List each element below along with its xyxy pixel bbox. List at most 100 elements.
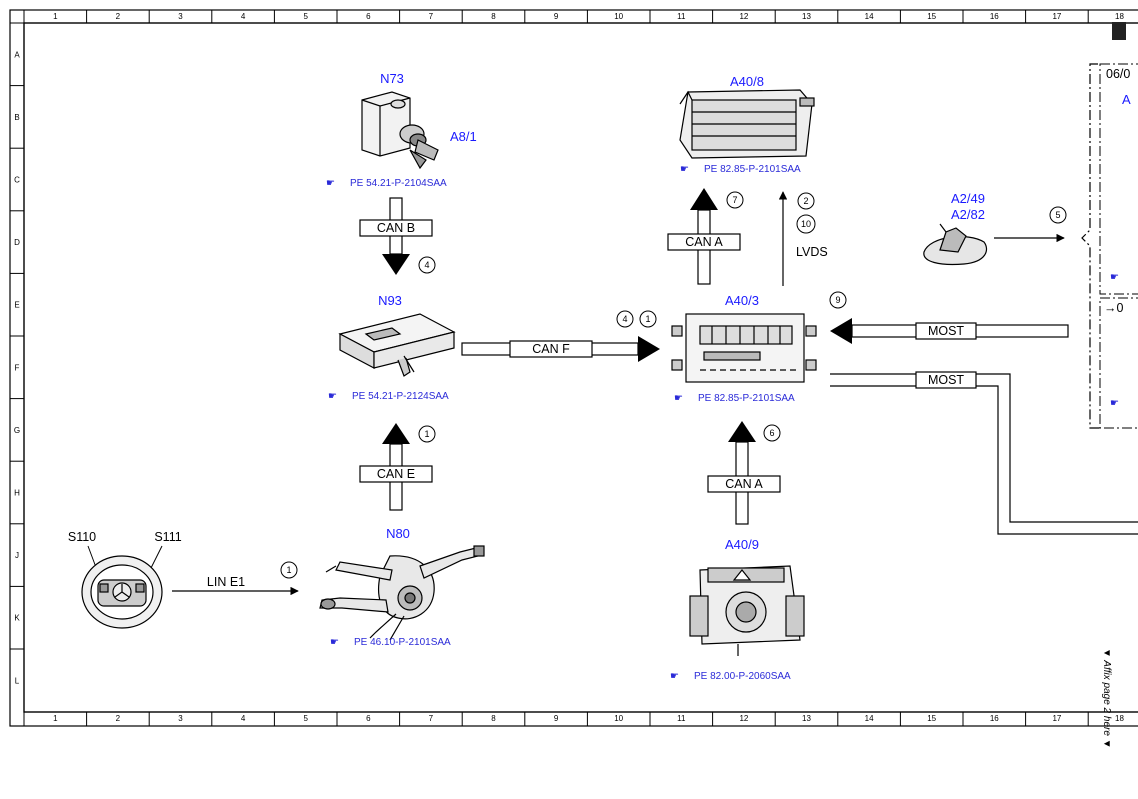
column-number: 18 <box>1115 714 1124 723</box>
marker-4-canb: 4 <box>424 260 429 270</box>
column-number: 16 <box>990 12 999 21</box>
display-unit-icon <box>679 89 815 159</box>
control-panel-icon <box>689 565 805 656</box>
column-number: 13 <box>802 12 811 21</box>
column-number: 17 <box>1052 12 1061 21</box>
antenna-label-a2-49: A2/49 <box>951 191 985 206</box>
column-number: 2 <box>116 12 121 21</box>
row-letter: F <box>15 363 20 372</box>
can-f-link[interactable]: CAN F 4 1 <box>461 310 660 362</box>
column-number: 11 <box>677 714 686 723</box>
can-b-link[interactable]: CAN B 4 <box>359 197 436 275</box>
column-number: 12 <box>739 714 748 723</box>
a40-8-component[interactable]: A40/8 ☛ PE 82.85-P-2101SAA <box>679 74 815 175</box>
row-letter: B <box>14 113 19 122</box>
can-a-bottom-link[interactable]: CAN A 6 <box>707 421 781 525</box>
n73-sub-label: A8/1 <box>450 129 477 144</box>
can-e-label: CAN E <box>377 467 415 481</box>
column-number: 6 <box>366 714 371 723</box>
a40-8-reference: PE 82.85-P-2101SAA <box>704 164 801 175</box>
can-a-bottom-label: CAN A <box>725 477 763 491</box>
column-number: 14 <box>865 714 874 723</box>
column-number: 14 <box>865 12 874 21</box>
row-letter: L <box>15 676 20 685</box>
a40-9-component[interactable]: A40/9 ☛ PE 82.00-P-2060SAA <box>670 537 805 682</box>
column-number: 4 <box>241 12 246 21</box>
can-a-top-link[interactable]: CAN A 7 <box>667 188 744 285</box>
column-number: 10 <box>614 714 623 723</box>
marker-1-cane: 1 <box>424 429 429 439</box>
head-unit-icon <box>671 313 817 383</box>
partial-letter-text: A <box>1122 92 1131 107</box>
column-number: 4 <box>241 714 246 723</box>
row-letter: H <box>14 489 20 498</box>
lin-e1-link[interactable]: LIN E1 1 <box>172 561 299 596</box>
column-number: 12 <box>739 12 748 21</box>
lvds-link[interactable]: 2 10 LVDS <box>778 191 828 286</box>
antenna-label-a2-82: A2/82 <box>951 207 985 222</box>
pointing-hand-icon: ☛ <box>670 671 679 682</box>
column-number: 1 <box>53 12 58 21</box>
n93-component[interactable]: N93 ☛ PE 54.21-P-2124SAA <box>328 293 456 402</box>
column-number: 7 <box>429 714 434 723</box>
row-letter: E <box>14 301 19 310</box>
most-in-link[interactable]: MOST 9 <box>829 291 1069 344</box>
pointing-hand-icon: ☛ <box>680 164 689 175</box>
marker-4-canf: 4 <box>622 314 627 324</box>
row-letter: D <box>14 238 20 247</box>
column-number: 9 <box>554 714 559 723</box>
n80-label: N80 <box>386 526 410 541</box>
marker-9: 9 <box>835 295 840 305</box>
marker-1-canf: 1 <box>645 314 650 324</box>
column-number: 10 <box>614 12 623 21</box>
can-e-link[interactable]: CAN E 1 <box>359 423 436 511</box>
column-number: 18 <box>1115 12 1124 21</box>
ignition-switch-icon <box>361 91 439 170</box>
s111-label: S111 <box>154 530 181 544</box>
can-a-top-label: CAN A <box>685 235 723 249</box>
most-out-link[interactable]: MOST <box>830 371 1138 535</box>
control-module-icon <box>338 313 456 377</box>
row-letter: K <box>14 614 20 623</box>
partial-arrow-text: →0 <box>1104 301 1124 315</box>
column-number: 9 <box>554 12 559 21</box>
roof-antenna-icon <box>923 223 988 266</box>
row-letter: G <box>14 426 20 435</box>
corner-mark-icon <box>1112 22 1126 40</box>
steering-wheel-component[interactable]: S110 S111 <box>68 530 182 629</box>
column-number: 3 <box>178 714 183 723</box>
pointing-hand-icon: ☛ <box>328 391 337 402</box>
column-number: 7 <box>429 12 434 21</box>
a40-3-component[interactable]: A40/3 ☛ PE 82.85-P-2101SAA <box>671 293 817 404</box>
n73-label: N73 <box>380 71 404 86</box>
column-number: 5 <box>303 12 308 21</box>
pointing-hand-icon: ☛ <box>330 637 339 648</box>
column-number: 8 <box>491 714 496 723</box>
row-letter: J <box>15 551 19 560</box>
lvds-label: LVDS <box>796 245 828 259</box>
affix-page-note: ▼ Affix page 2 here ▼ <box>1101 648 1112 749</box>
n93-label: N93 <box>378 293 402 308</box>
right-partial-panel: 06/0 A →0 ☛ ☛ <box>1081 22 1138 429</box>
column-number: 1 <box>53 714 58 723</box>
column-number: 15 <box>927 714 936 723</box>
pointing-hand-icon: ☛ <box>326 178 335 189</box>
n80-component[interactable]: N80 ☛ PE 46.10-P-2101SAA <box>319 526 485 648</box>
antenna-component[interactable]: A2/49 A2/82 5 <box>923 191 1067 266</box>
column-number: 11 <box>677 12 686 21</box>
a40-8-label: A40/8 <box>730 74 764 89</box>
column-number: 2 <box>116 714 121 723</box>
column-number: 16 <box>990 714 999 723</box>
n73-component[interactable]: N73 A8/1 ☛ PE 54.21-P-2104SAA <box>326 71 477 189</box>
marker-6: 6 <box>769 428 774 438</box>
marker-7: 7 <box>732 195 737 205</box>
steering-wheel-icon <box>81 555 163 629</box>
column-number: 13 <box>802 714 811 723</box>
row-letter: A <box>14 50 20 59</box>
column-number: 5 <box>303 714 308 723</box>
pointing-hand-icon: ☛ <box>1110 272 1119 283</box>
n73-reference: PE 54.21-P-2104SAA <box>350 178 447 189</box>
a40-9-label: A40/9 <box>725 537 759 552</box>
